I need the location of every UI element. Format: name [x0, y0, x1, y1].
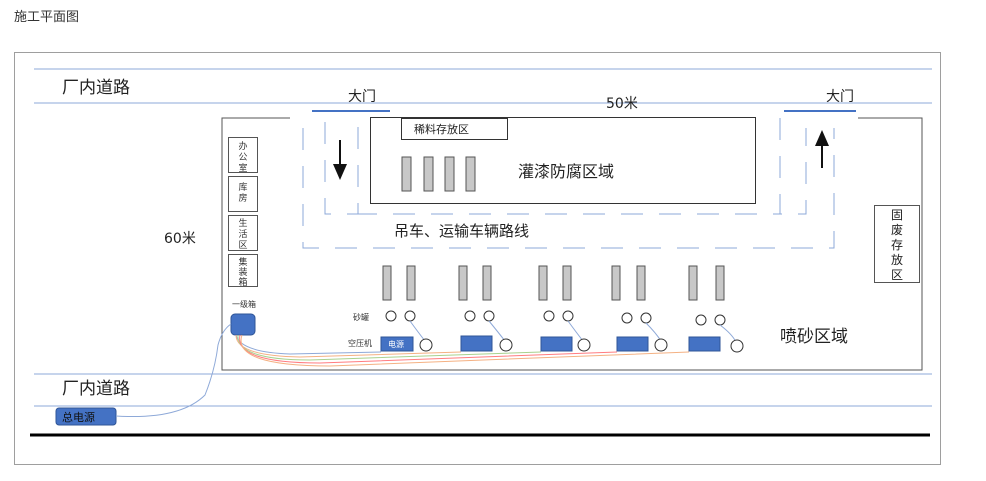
main-power-label: 总电源: [62, 410, 95, 424]
blasting-drums: [382, 265, 725, 301]
office-label: 公: [238, 152, 247, 163]
container-label: 集: [238, 256, 247, 268]
hoses: [409, 320, 737, 343]
painting-area-label: 灌漆防腐区域: [518, 162, 614, 181]
living-area-label: 生: [238, 217, 247, 229]
solid-waste-label: 存: [891, 238, 903, 252]
power-tag-label: 电源: [388, 339, 404, 349]
primary-box-label: 一级箱: [232, 299, 256, 309]
thinner-storage-box: [401, 118, 508, 140]
office-label: 办: [238, 140, 247, 152]
arrow-up-icon: [815, 130, 829, 168]
container-label: 装: [238, 266, 247, 278]
solid-waste-label: 固: [891, 208, 903, 222]
facility-boxes: [228, 137, 258, 287]
solid-waste-label: 放: [891, 252, 903, 267]
page-title: 施工平面图: [14, 10, 80, 25]
living-area-label: 活: [238, 228, 247, 240]
living-area-label: 区: [238, 240, 247, 251]
gate-left-label: 大门: [348, 89, 376, 105]
site-boundary: [221, 117, 923, 371]
height-label: 60米: [164, 231, 196, 247]
paint-drums: [401, 156, 476, 192]
warehouse-label: 房: [238, 192, 247, 204]
air-compressor-label: 空压机: [348, 338, 372, 348]
blasting-area-label: 喷砂区域: [780, 327, 848, 347]
power-cables: [235, 334, 690, 367]
arrow-down-icon: [333, 140, 347, 180]
main-feed-cable: [115, 323, 232, 418]
sand-tanks: [385, 310, 726, 326]
air-compressors: [380, 335, 721, 352]
road-top-label: 厂内道路: [62, 78, 130, 98]
plan-frame: [14, 52, 941, 465]
gate-right-label: 大门: [826, 89, 854, 105]
crane-route-label: 吊车、运输车辆路线: [394, 222, 529, 240]
primary-box: [230, 313, 256, 336]
thinner-storage-label: 稀料存放区: [414, 122, 469, 136]
solid-waste-label: 区: [891, 268, 903, 282]
solid-waste-label: 废: [891, 222, 903, 237]
office-label: 室: [238, 162, 247, 174]
outlets: [419, 338, 744, 353]
painting-area-box: [370, 117, 756, 204]
solid-waste-box: [874, 205, 920, 283]
container-label: 箱: [238, 276, 247, 288]
sand-tank-label: 砂罐: [353, 312, 369, 322]
vehicle-route: [302, 118, 835, 249]
road-bottom-label: 厂内道路: [62, 379, 130, 399]
warehouse-label: 库: [238, 181, 247, 193]
width-label: 50米: [606, 96, 638, 112]
